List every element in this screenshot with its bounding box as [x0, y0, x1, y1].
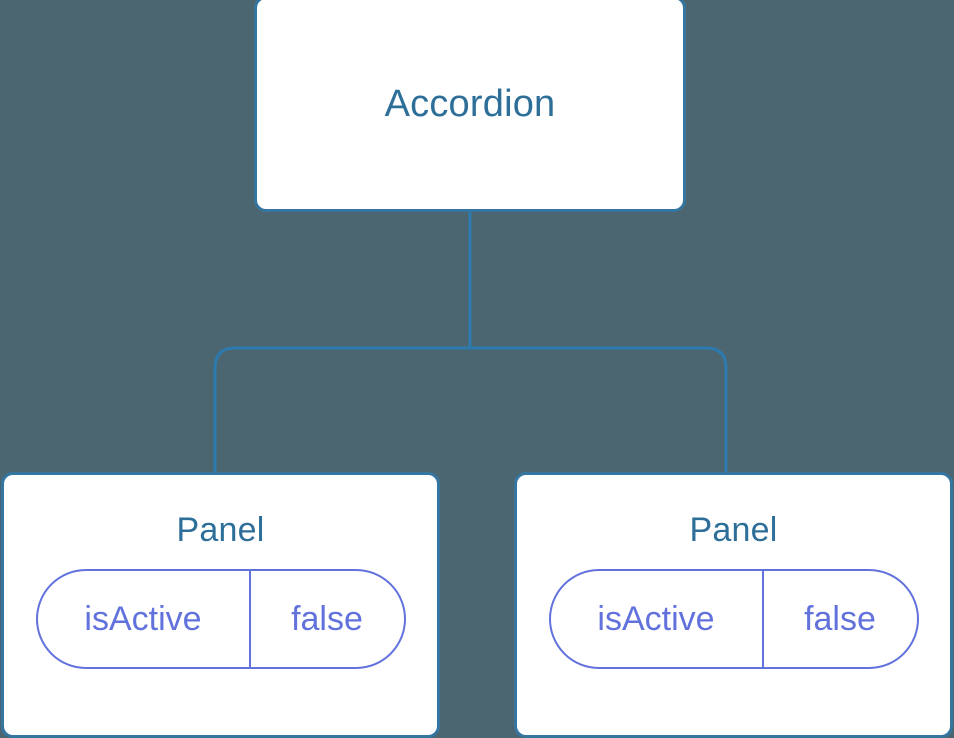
edge-root-to-panel-2 [470, 346, 728, 476]
node-accordion-title: Accordion [384, 83, 556, 125]
node-panel-1-title: Panel [176, 511, 265, 549]
node-panel-2-prop-key: isActive [551, 571, 764, 667]
node-panel-1-prop-badge[interactable]: isActive false [35, 569, 406, 669]
edge-root-to-panel-1 [213, 346, 470, 476]
node-panel-2-prop-value: false [804, 600, 876, 638]
node-panel-1-prop-key: isActive [38, 571, 251, 667]
node-panel-2[interactable]: Panel isActive false [514, 472, 953, 738]
node-accordion[interactable]: Accordion [254, 0, 686, 212]
node-panel-2-prop-badge[interactable]: isActive false [548, 569, 919, 669]
node-panel-2-title: Panel [689, 511, 778, 549]
node-panel-1[interactable]: Panel isActive false [1, 472, 440, 738]
node-panel-1-prop-value: false [291, 600, 363, 638]
